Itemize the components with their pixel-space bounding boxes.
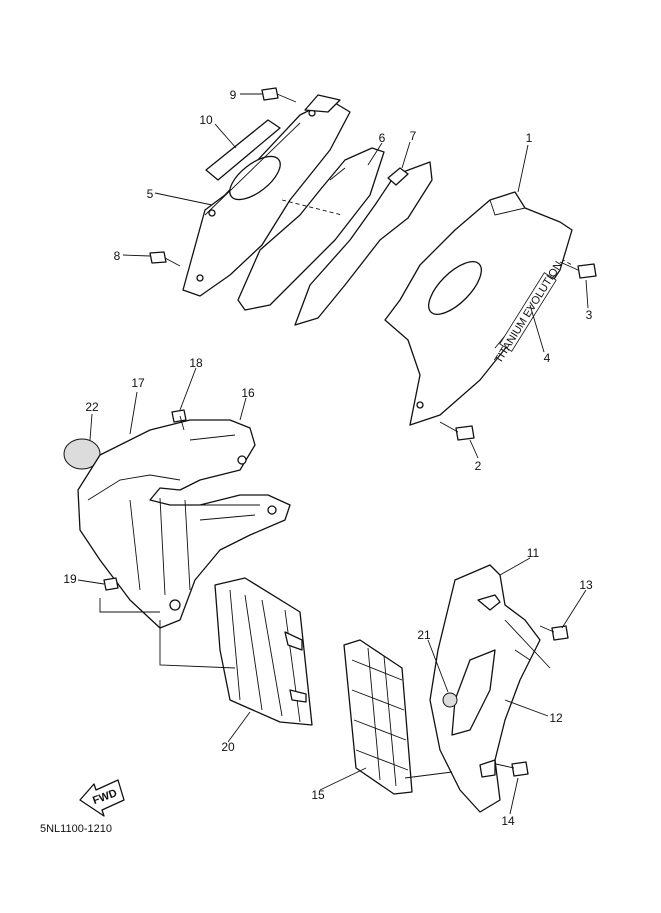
callout-9: 9 [230, 88, 237, 102]
callout-21: 21 [417, 628, 431, 642]
callout-20: 20 [221, 740, 235, 754]
callout-17: 17 [131, 376, 145, 390]
part-5-left-side-cover [182, 94, 351, 297]
part-11-right-shroud [429, 564, 551, 813]
part-10-pad [205, 119, 281, 181]
part-22-pad [63, 438, 101, 470]
part-17-left-shroud [77, 419, 291, 629]
callout-3: 3 [586, 308, 593, 322]
callout-18: 18 [189, 356, 203, 370]
part-2-bolt [439, 421, 475, 441]
part-18-bolt [171, 409, 187, 431]
callout-7: 7 [410, 129, 417, 143]
leader-lines [77, 93, 589, 815]
callout-12: 12 [549, 711, 563, 725]
fwd-arrow: FWD [79, 779, 125, 817]
part-3-bolt [559, 261, 597, 279]
part-21-emblem [442, 692, 458, 708]
alignment-line-left [281, 199, 343, 216]
part-14-bolt [495, 761, 529, 777]
part-15-grille [343, 639, 413, 795]
callout-11: 11 [527, 546, 540, 560]
part-19-bolt [103, 577, 119, 591]
callout-19: 19 [63, 572, 77, 586]
callout-5: 5 [147, 187, 154, 201]
callout-15: 15 [311, 788, 325, 802]
assembly-line-15 [404, 771, 453, 779]
callout-1: 1 [526, 131, 533, 145]
part-9-bolt [261, 87, 297, 103]
callout-22: 22 [85, 400, 99, 414]
callout-8: 8 [114, 249, 121, 263]
callout-16: 16 [241, 386, 255, 400]
assembly-line-20 [159, 620, 236, 669]
part-7-emblem-plate [294, 161, 433, 326]
callout-6: 6 [379, 131, 386, 145]
callout-13: 13 [579, 578, 593, 592]
part-1-right-side-cover: TITANIUM EVOLUTION [384, 191, 573, 426]
assembly-line-19 [99, 598, 160, 613]
callout-10: 10 [199, 113, 213, 127]
part-6-left-panel [237, 147, 385, 311]
callout-2: 2 [475, 459, 482, 473]
part-8-bolt [149, 251, 181, 267]
callout-14: 14 [501, 814, 515, 828]
part-20-louver [214, 577, 313, 726]
diagram-code: 5NL1100-1210 [40, 823, 112, 835]
callout-4: 4 [544, 351, 551, 365]
part-13-bolt [539, 625, 569, 641]
